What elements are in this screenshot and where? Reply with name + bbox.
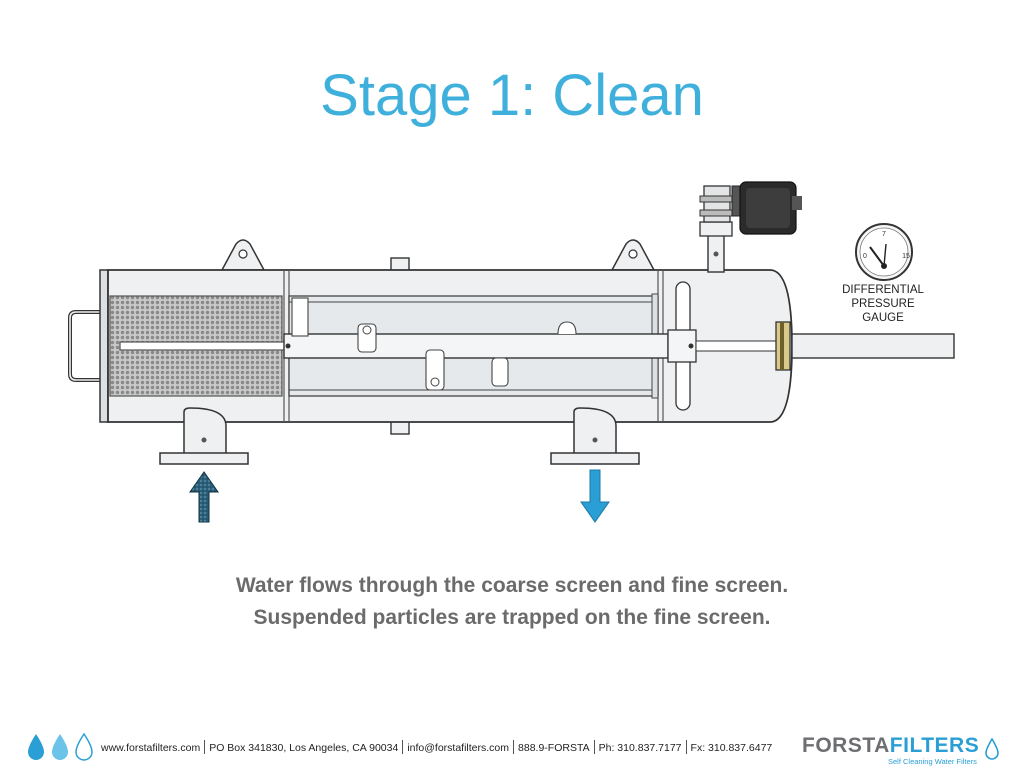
gauge-label-line-2: PRESSURE: [851, 298, 915, 310]
actuator-shaft: [695, 321, 955, 371]
outlet-flow-arrow: [580, 469, 610, 523]
water-drops-icon: [28, 732, 93, 761]
end-cap-handle: [68, 310, 100, 382]
gauge-tick-max: 15: [902, 253, 910, 260]
gauge-tick-min: 0: [863, 253, 867, 260]
differential-pressure-gauge: 7 0 15: [855, 223, 913, 281]
caption-line-2: Suspended particles are trapped on the f…: [253, 606, 771, 629]
logo-forsta: FORSTA: [802, 734, 890, 757]
slide-caption: Water flows through the coarse screen an…: [0, 570, 1024, 634]
gauge-label: DIFFERENTIAL PRESSURE GAUGE: [828, 283, 938, 325]
separator: [513, 740, 515, 754]
footer: www.forstafilters.com PO Box 341830, Los …: [0, 726, 1024, 766]
gauge-tick-mid: 7: [882, 231, 886, 238]
postal-address: PO Box 341830, Los Angeles, CA 90034: [209, 742, 399, 754]
contact-info: www.forstafilters.com PO Box 341830, Los …: [101, 740, 772, 754]
website-link[interactable]: www.forstafilters.com: [101, 742, 201, 754]
logo-filters: FILTERS: [889, 734, 980, 757]
company-logo: FORSTAFILTERS: [802, 734, 979, 758]
gauge-label-line-3: GAUGE: [862, 312, 904, 324]
fax-number: Fx: 310.837.6477: [690, 742, 773, 754]
inlet-flange: [159, 407, 249, 465]
slide-title: Stage 1: Clean: [320, 63, 704, 128]
solenoid-actuator: [739, 181, 802, 235]
separator: [685, 740, 687, 754]
separator: [204, 740, 206, 754]
phone-number: Ph: 310.837.7177: [598, 742, 682, 754]
outlet-flange: [550, 407, 640, 465]
drain-collector: [667, 281, 697, 411]
caption-line-1: Water flows through the coarse screen an…: [235, 574, 789, 597]
lifting-lug-right: [610, 239, 656, 271]
separator: [593, 740, 595, 754]
filter-diagram: 7 0 15: [68, 181, 955, 523]
logo-drop-icon: [985, 738, 999, 760]
lifting-lug-left: [220, 239, 266, 271]
separator: [402, 740, 404, 754]
flush-valve: [699, 185, 743, 273]
suction-scanner: [119, 297, 669, 391]
logo-tagline: Self Cleaning Water Filters: [888, 757, 977, 766]
inlet-flow-arrow: [189, 471, 219, 523]
gauge-label-line-1: DIFFERENTIAL: [842, 284, 924, 296]
email-link[interactable]: info@forstafilters.com: [407, 742, 510, 754]
vanity-phone: 888.9-FORSTA: [518, 742, 590, 754]
